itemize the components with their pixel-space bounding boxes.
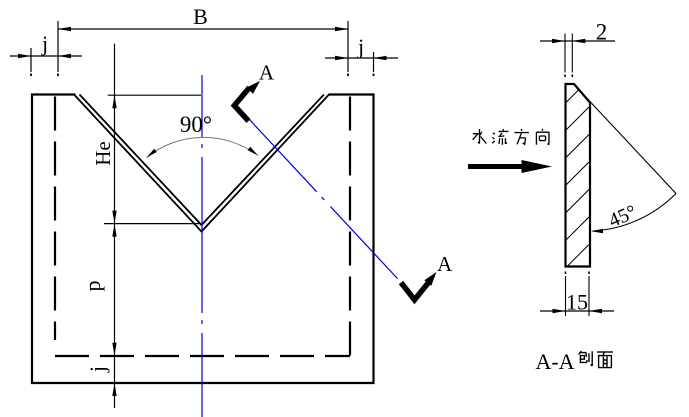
svg-text:A-A: A-A	[535, 349, 574, 374]
svg-text:90°: 90°	[180, 112, 212, 137]
svg-text:15: 15	[566, 290, 588, 315]
svg-text:He: He	[91, 141, 115, 166]
svg-text:j: j	[85, 366, 110, 373]
svg-text:2: 2	[596, 20, 608, 45]
svg-text:A: A	[259, 61, 275, 85]
svg-text:j: j	[357, 34, 364, 59]
svg-text:A: A	[437, 252, 453, 276]
svg-text:B: B	[193, 4, 208, 29]
svg-text:j: j	[41, 31, 48, 56]
svg-text:p: p	[80, 281, 105, 292]
